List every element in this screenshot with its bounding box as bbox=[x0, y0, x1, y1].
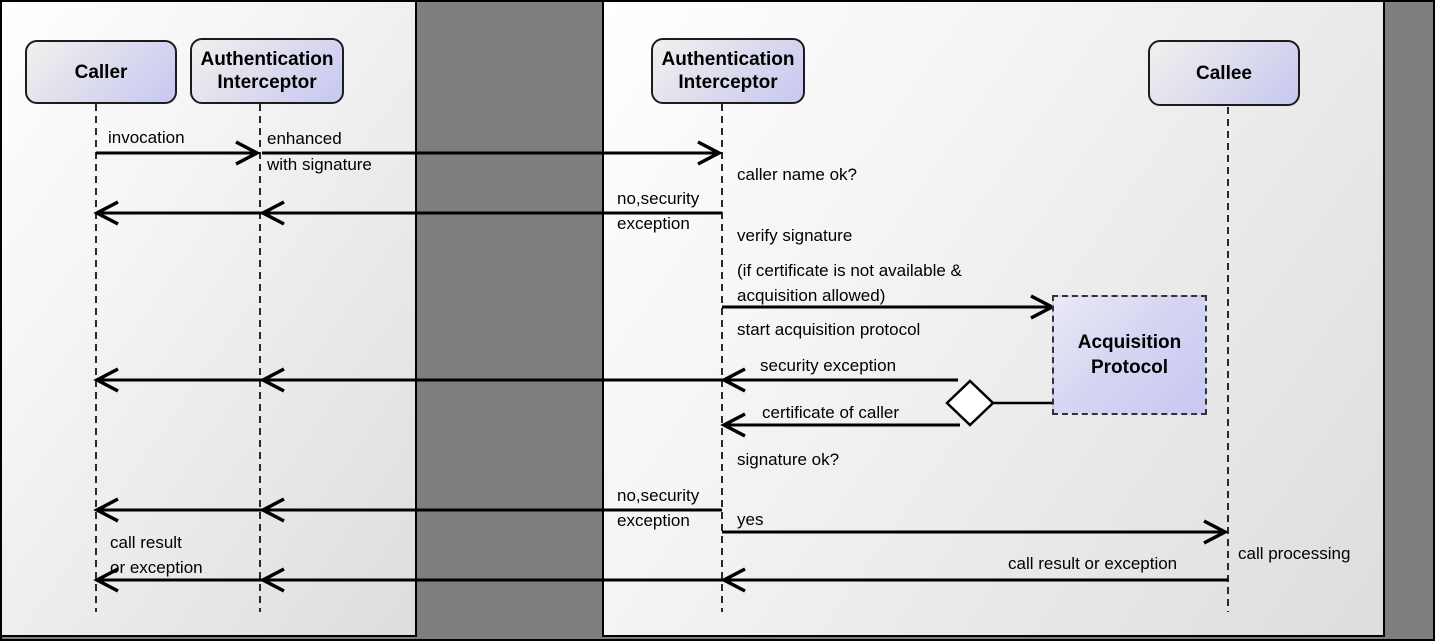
acquisition-protocol-box: Acquisition Protocol bbox=[1052, 295, 1207, 415]
message-label-invocation: invocation bbox=[108, 128, 185, 147]
message-label-enhanced-line2: with signature bbox=[267, 155, 372, 174]
note-label-caller-name-ok: caller name ok? bbox=[737, 165, 858, 184]
actor-box-caller: Caller bbox=[25, 40, 177, 104]
message-label-no-security-2-line1: no,security bbox=[617, 486, 700, 505]
message-label-security-exception: security exception bbox=[760, 356, 897, 375]
note-label-condition-line1: (if certificate is not available & bbox=[737, 261, 962, 280]
message-label-call-result-line1: call result bbox=[110, 533, 182, 552]
call-result-arrowhead-c bbox=[93, 567, 119, 593]
security-exception-arrowhead-a bbox=[720, 367, 746, 393]
note-label-call-processing: call processing bbox=[1238, 544, 1351, 563]
message-label-yes: yes bbox=[737, 510, 764, 529]
decision-diamond bbox=[945, 379, 995, 427]
message-label-no-security-2-line2: exception bbox=[617, 511, 690, 530]
security-exception-arrowhead-b bbox=[259, 367, 285, 393]
actor-label-auth-line1: Authentication bbox=[661, 49, 795, 70]
call-result-arrowhead-a bbox=[720, 567, 746, 593]
actor-label-auth-line2: Interceptor bbox=[217, 72, 317, 93]
note-label-verify-signature: verify signature bbox=[737, 226, 853, 245]
message-label-no-security-1-line1: no,security bbox=[617, 189, 700, 208]
message-label-call-result-or-exception: call result or exception bbox=[1008, 554, 1178, 573]
message-label-call-result-line2: or exception bbox=[110, 558, 203, 577]
acquisition-label-line1: Acquisition bbox=[1077, 332, 1182, 353]
no-security-arrowhead-1a bbox=[259, 200, 285, 226]
message-label-enhanced-line1: enhanced bbox=[267, 129, 342, 148]
no-security-arrowhead-2a bbox=[259, 497, 285, 523]
actor-label-callee: Callee bbox=[1196, 62, 1252, 84]
invocation-arrowhead bbox=[235, 140, 261, 166]
certificate-arrowhead bbox=[720, 412, 746, 438]
message-label-certificate-of-caller: certificate of caller bbox=[762, 403, 899, 422]
actor-box-auth-interceptor-right: Authentication Interceptor bbox=[651, 38, 805, 104]
message-label-start-acquisition: start acquisition protocol bbox=[737, 320, 921, 339]
no-security-arrowhead-2b bbox=[93, 497, 119, 523]
acquisition-label-line2: Protocol bbox=[1090, 357, 1169, 378]
actor-label-auth-line2: Interceptor bbox=[678, 72, 778, 93]
left-diagram-panel bbox=[0, 0, 417, 637]
actor-label-caller: Caller bbox=[74, 61, 128, 83]
message-label-no-security-1-line2: exception bbox=[617, 214, 690, 233]
note-label-signature-ok: signature ok? bbox=[737, 450, 840, 469]
yes-arrowhead bbox=[1203, 519, 1229, 545]
no-security-arrowhead-1b bbox=[93, 200, 119, 226]
note-label-condition-line2: acquisition allowed) bbox=[737, 286, 886, 305]
security-exception-arrowhead-c bbox=[93, 367, 119, 393]
call-result-arrowhead-b bbox=[259, 567, 285, 593]
actor-label-auth-line1: Authentication bbox=[200, 49, 334, 70]
actor-box-auth-interceptor-left: Authentication Interceptor bbox=[190, 38, 344, 104]
actor-box-callee: Callee bbox=[1148, 40, 1300, 106]
enhanced-arrowhead bbox=[697, 140, 723, 166]
